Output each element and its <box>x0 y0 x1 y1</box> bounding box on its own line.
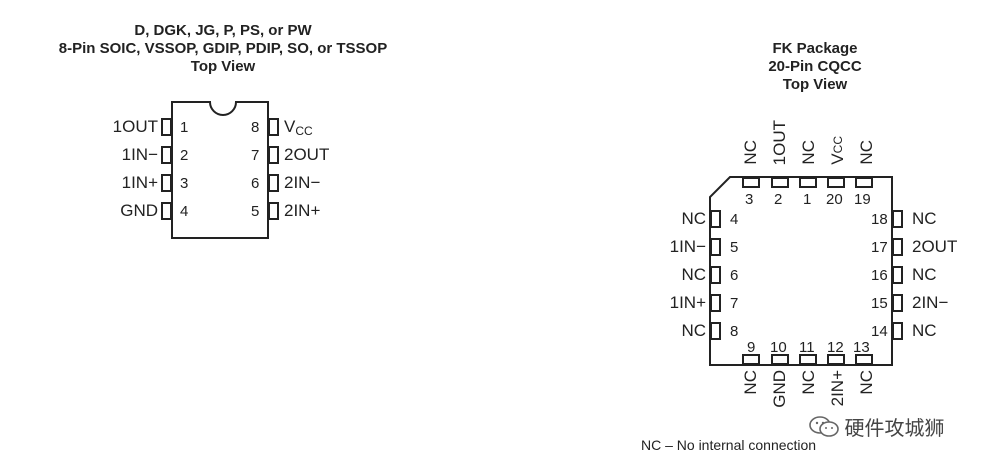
fk-pin-8-label: NC <box>681 321 706 340</box>
fk-pin-18-label: NC <box>912 209 937 228</box>
fk-pin-10-label: GND <box>770 370 789 408</box>
fk-pin-14-lead <box>892 322 903 340</box>
soic-pin-3-label: 1IN+ <box>121 173 158 192</box>
fk-pin-9-lead <box>742 354 760 365</box>
fk-pin-17-number: 17 <box>871 239 888 256</box>
soic-title-line-1: D, DGK, JG, P, PS, or PW <box>134 22 312 39</box>
fk-pin-14-number: 14 <box>871 323 888 340</box>
soic-pin-6-label: 2IN− <box>284 173 321 192</box>
fk-pin-16-label: NC <box>912 265 937 284</box>
fk-pin-19-number: 19 <box>854 191 871 208</box>
fk-pin-8-lead <box>710 322 721 340</box>
fk-pin-13-lead <box>855 354 873 365</box>
fk-pin-1-lead <box>799 177 817 188</box>
fk-pin-6-number: 6 <box>730 267 739 284</box>
watermark-text: 硬件攻城狮 <box>844 418 945 440</box>
soic-pin-3-number: 3 <box>180 175 189 192</box>
soic-title-line-3: Top View <box>190 58 256 75</box>
fk-pin-16-number: 16 <box>871 267 888 284</box>
soic-pin-2-lead <box>161 146 172 164</box>
fk-pin-1-number: 1 <box>803 191 812 208</box>
soic-pin-2-label: 1IN− <box>121 145 158 164</box>
fk-pin-13-label: NC <box>857 370 876 395</box>
soic-pin-1-lead <box>161 118 172 136</box>
fk-pin-11-label: NC <box>799 370 818 395</box>
soic-pin-8-lead <box>268 118 279 136</box>
soic-pin-8-label: VCC <box>284 117 313 138</box>
fk-pin-13-number: 13 <box>853 339 870 356</box>
fk-title-line-3: Top View <box>782 76 848 93</box>
fk-pin-5-number: 5 <box>730 239 739 256</box>
fk-pin-5-label: 1IN− <box>669 237 706 256</box>
soic-pin-5-lead <box>268 202 279 220</box>
fk-pin-12-number: 12 <box>827 339 844 356</box>
fk-pin-15-number: 15 <box>871 295 888 312</box>
fk-pin-3-number: 3 <box>745 191 754 208</box>
fk-pin-6-lead <box>710 266 721 284</box>
soic-pin-6-number: 6 <box>251 175 260 192</box>
watermark: 硬件攻城狮 <box>808 412 944 441</box>
fk-pin-6-label: NC <box>681 265 706 284</box>
fk-pin-8-number: 8 <box>730 323 739 340</box>
fk-pin-10-number: 10 <box>770 339 787 356</box>
fk-pin-14-label: NC <box>912 321 937 340</box>
fk-pin-18-number: 18 <box>871 211 888 228</box>
fk-pin-11-lead <box>799 354 817 365</box>
soic-pin-1-label: 1OUT <box>112 117 158 136</box>
fk-pin-4-lead <box>710 210 721 228</box>
soic-title: D, DGK, JG, P, PS, or PW 8-Pin SOIC, VSS… <box>18 22 428 76</box>
fk-pin-12-label: 2IN+ <box>828 370 847 407</box>
fk-pin-9-number: 9 <box>747 339 756 356</box>
fk-title-line-2: 20-Pin CQCC <box>768 58 862 75</box>
soic-title-line-2: 8-Pin SOIC, VSSOP, GDIP, PDIP, SO, or TS… <box>58 40 388 57</box>
soic-pin-1-number: 1 <box>180 119 189 136</box>
soic-pin-6-lead <box>268 174 279 192</box>
fk-pin-2-lead <box>771 177 789 188</box>
fk-pin-4-label: NC <box>681 209 706 228</box>
fk-pin-11-number: 11 <box>799 339 815 356</box>
fk-pin-17-label: 2OUT <box>912 237 958 256</box>
fk-pin-9-label: NC <box>741 370 760 395</box>
soic-pin-4-lead <box>161 202 172 220</box>
fk-pin-5-lead <box>710 238 721 256</box>
fk-pin-20-number: 20 <box>826 191 843 208</box>
soic-pin-2-number: 2 <box>180 147 189 164</box>
soic-pin-7-number: 7 <box>251 147 260 164</box>
fk-pin-15-label: 2IN− <box>912 293 949 312</box>
fk-pin-10-lead <box>771 354 789 365</box>
fk-pin-3-lead <box>742 177 760 188</box>
fk-pin-19-label: NC <box>857 140 876 165</box>
soic-pin-8-number: 8 <box>251 119 260 136</box>
fk-pin-7-number: 7 <box>730 295 739 312</box>
fk-title: FK Package 20-Pin CQCC Top View <box>735 40 895 94</box>
fk-pin-7-lead <box>710 294 721 312</box>
wechat-icon <box>809 415 839 437</box>
fk-pin-20-label: VCC <box>828 136 847 165</box>
soic-pin-3-lead <box>161 174 172 192</box>
fk-pin-2-number: 2 <box>774 191 783 208</box>
fk-pin-18-lead <box>892 210 903 228</box>
fk-title-line-1: FK Package <box>772 40 858 57</box>
soic-pin-7-label: 2OUT <box>284 145 330 164</box>
fk-pin-2-label: 1OUT <box>770 119 789 165</box>
soic-pin-7-lead <box>268 146 279 164</box>
fk-pin-16-lead <box>892 266 903 284</box>
fk-pin-17-lead <box>892 238 903 256</box>
fk-pin-19-lead <box>855 177 873 188</box>
soic-pin-5-number: 5 <box>251 203 260 220</box>
soic-pin-4-label: GND <box>120 201 158 220</box>
fk-pin-20-lead <box>827 177 845 188</box>
nc-footnote: NC – No internal connection <box>641 437 817 453</box>
fk-pin-15-lead <box>892 294 903 312</box>
fk-pin-4-number: 4 <box>730 211 739 228</box>
fk-pin-3-label: NC <box>741 140 760 165</box>
soic-pin-4-number: 4 <box>180 203 189 220</box>
fk-pin-1-label: NC <box>799 140 818 165</box>
fk-pin-7-label: 1IN+ <box>669 293 706 312</box>
fk-pin-12-lead <box>827 354 845 365</box>
soic-pin-5-label: 2IN+ <box>284 201 321 220</box>
